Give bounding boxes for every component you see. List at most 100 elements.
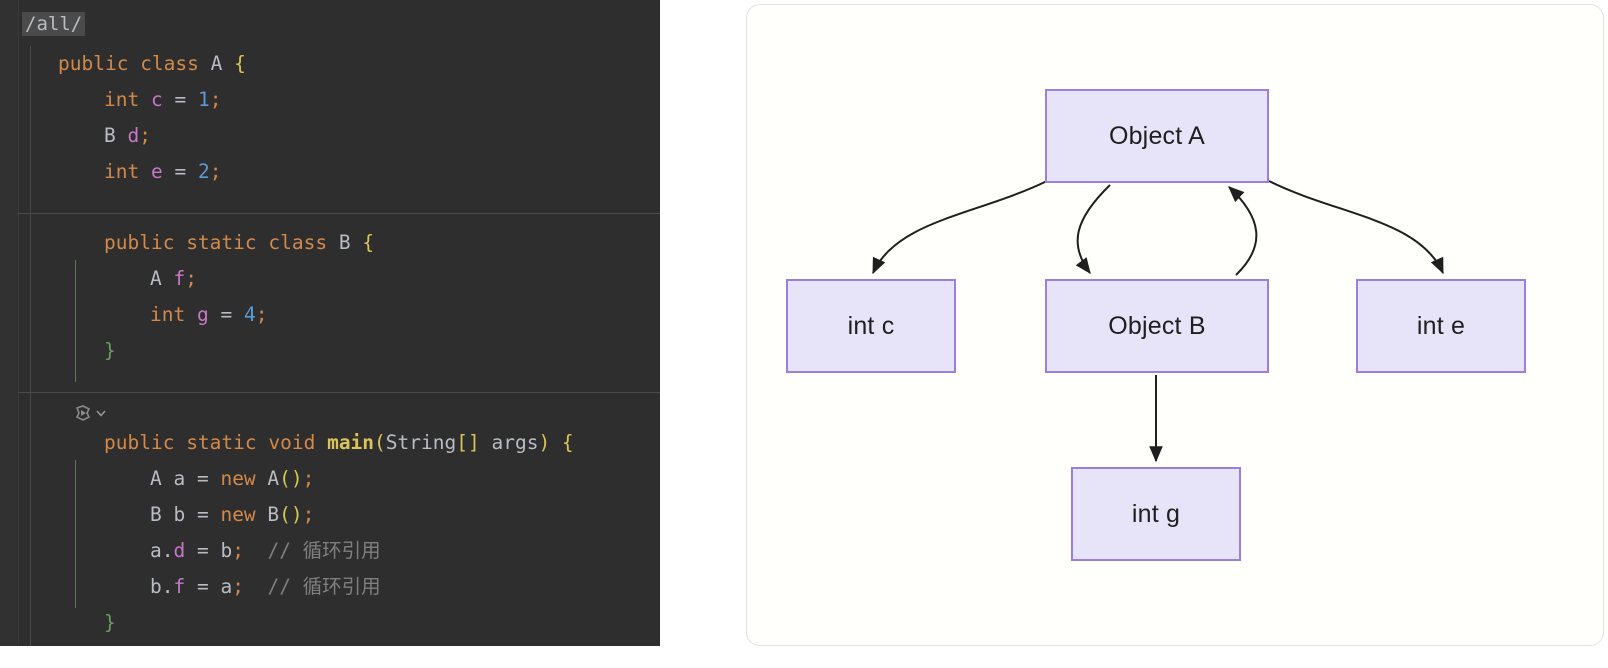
code-token: f	[173, 575, 197, 598]
edge-object-a-to-object-b	[1075, 184, 1111, 274]
code-token: {	[362, 231, 375, 254]
run-play-icon	[75, 405, 91, 421]
code-token: g	[196, 303, 221, 326]
code-token: ;	[139, 124, 151, 147]
code-line[interactable]: B b = new B();	[18, 497, 314, 533]
code-token: B	[150, 503, 174, 526]
code-token: =	[174, 160, 198, 183]
code-token: public	[104, 231, 187, 254]
code-line[interactable]: int g = 4;	[18, 297, 267, 333]
code-line[interactable]: B d;	[18, 118, 151, 154]
code-line[interactable]: a.d = b; // 循环引用	[18, 533, 381, 569]
indent-guide-level-1-main	[75, 460, 76, 608]
code-token: }	[104, 339, 116, 362]
node-label: int g	[1131, 499, 1181, 528]
code-line[interactable]: }	[18, 333, 116, 369]
indent-guide-level-0	[30, 46, 31, 646]
code-token: =	[196, 575, 221, 598]
code-line[interactable]: public class A {	[18, 46, 246, 82]
run-method-gutter-icon[interactable]	[74, 402, 114, 424]
code-token: B	[338, 231, 363, 254]
code-token: class	[140, 52, 211, 75]
code-line[interactable]: public static class B {	[18, 225, 374, 261]
code-token: int	[104, 160, 151, 183]
code-token: ;	[209, 88, 222, 111]
code-token: String	[385, 431, 457, 454]
code-token: A	[150, 467, 174, 490]
code-editor-panel[interactable]: /all/ public class A {int c = 1;B d;int …	[0, 0, 660, 646]
code-token: =	[174, 88, 198, 111]
edge-object-b-to-object-a	[1228, 186, 1258, 276]
node-object-a[interactable]: Object A	[1045, 89, 1269, 183]
code-token: )	[538, 431, 551, 454]
code-token: B	[104, 124, 128, 147]
code-token: a	[220, 575, 233, 598]
code-token: f	[173, 267, 186, 290]
code-fold-separator-2	[18, 392, 660, 393]
code-token: ()	[279, 503, 303, 526]
code-token: ;	[302, 467, 315, 490]
code-fold-separator-1	[18, 213, 660, 214]
node-int-g[interactable]: int g	[1071, 467, 1241, 561]
code-token: A	[210, 52, 235, 75]
chevron-down-icon[interactable]	[95, 407, 107, 419]
code-line[interactable]: public static void main(String[] args) {	[18, 425, 574, 461]
code-token: void	[268, 431, 328, 454]
code-token: 1	[197, 88, 210, 111]
code-token: []	[456, 431, 480, 454]
code-token: }	[104, 611, 116, 634]
code-token: // 循环引用	[243, 539, 381, 562]
object-graph-panel: Object A int c Object B int e int g	[746, 4, 1604, 646]
code-token: ;	[209, 160, 222, 183]
code-token: ;	[232, 575, 244, 598]
node-label: int c	[847, 311, 895, 340]
code-line[interactable]: b.f = a; // 循环引用	[18, 569, 381, 605]
code-token: 4	[243, 303, 256, 326]
editor-gutter[interactable]	[0, 0, 19, 646]
code-token: =	[220, 303, 244, 326]
node-label: Object B	[1108, 311, 1206, 340]
code-token: // 循环引用	[243, 575, 381, 598]
code-token: (	[374, 431, 386, 454]
code-token: .	[161, 539, 174, 562]
code-token: d	[173, 539, 197, 562]
code-token: int	[104, 88, 151, 111]
code-token: =	[196, 539, 221, 562]
code-line[interactable]: A f;	[18, 261, 197, 297]
node-int-c[interactable]: int c	[786, 279, 956, 373]
code-token: 2	[197, 160, 210, 183]
node-object-b[interactable]: Object B	[1045, 279, 1269, 373]
code-line[interactable]: A a = new A();	[18, 461, 314, 497]
code-token: ;	[185, 267, 197, 290]
code-token: .	[161, 575, 174, 598]
edge-object-a-to-int-e	[1268, 180, 1444, 275]
code-token: a	[173, 467, 197, 490]
code-token: new	[220, 467, 268, 490]
code-token: e	[150, 160, 175, 183]
code-line[interactable]: int e = 2;	[18, 154, 221, 190]
node-int-e[interactable]: int e	[1356, 279, 1526, 373]
code-token: ;	[232, 539, 244, 562]
code-token: =	[196, 503, 221, 526]
code-token: b	[150, 575, 162, 598]
code-token: public	[104, 431, 187, 454]
code-token: a	[150, 539, 162, 562]
code-token: {	[550, 431, 574, 454]
code-token: static	[186, 231, 269, 254]
code-token: public	[58, 52, 141, 75]
code-token: static	[186, 431, 269, 454]
code-token: B	[267, 503, 280, 526]
scope-badge-all: /all/	[22, 12, 86, 36]
code-token: ()	[279, 467, 303, 490]
code-token: A	[150, 267, 174, 290]
code-line[interactable]: }	[18, 605, 116, 641]
indent-guide-level-1-b	[75, 260, 76, 382]
code-token: c	[150, 88, 175, 111]
code-token: d	[127, 124, 140, 147]
code-line[interactable]: int c = 1;	[18, 82, 221, 118]
node-label: Object A	[1108, 121, 1206, 150]
code-token: class	[268, 231, 339, 254]
code-token: =	[196, 467, 221, 490]
code-token: {	[234, 52, 246, 75]
code-token: args	[479, 431, 539, 454]
